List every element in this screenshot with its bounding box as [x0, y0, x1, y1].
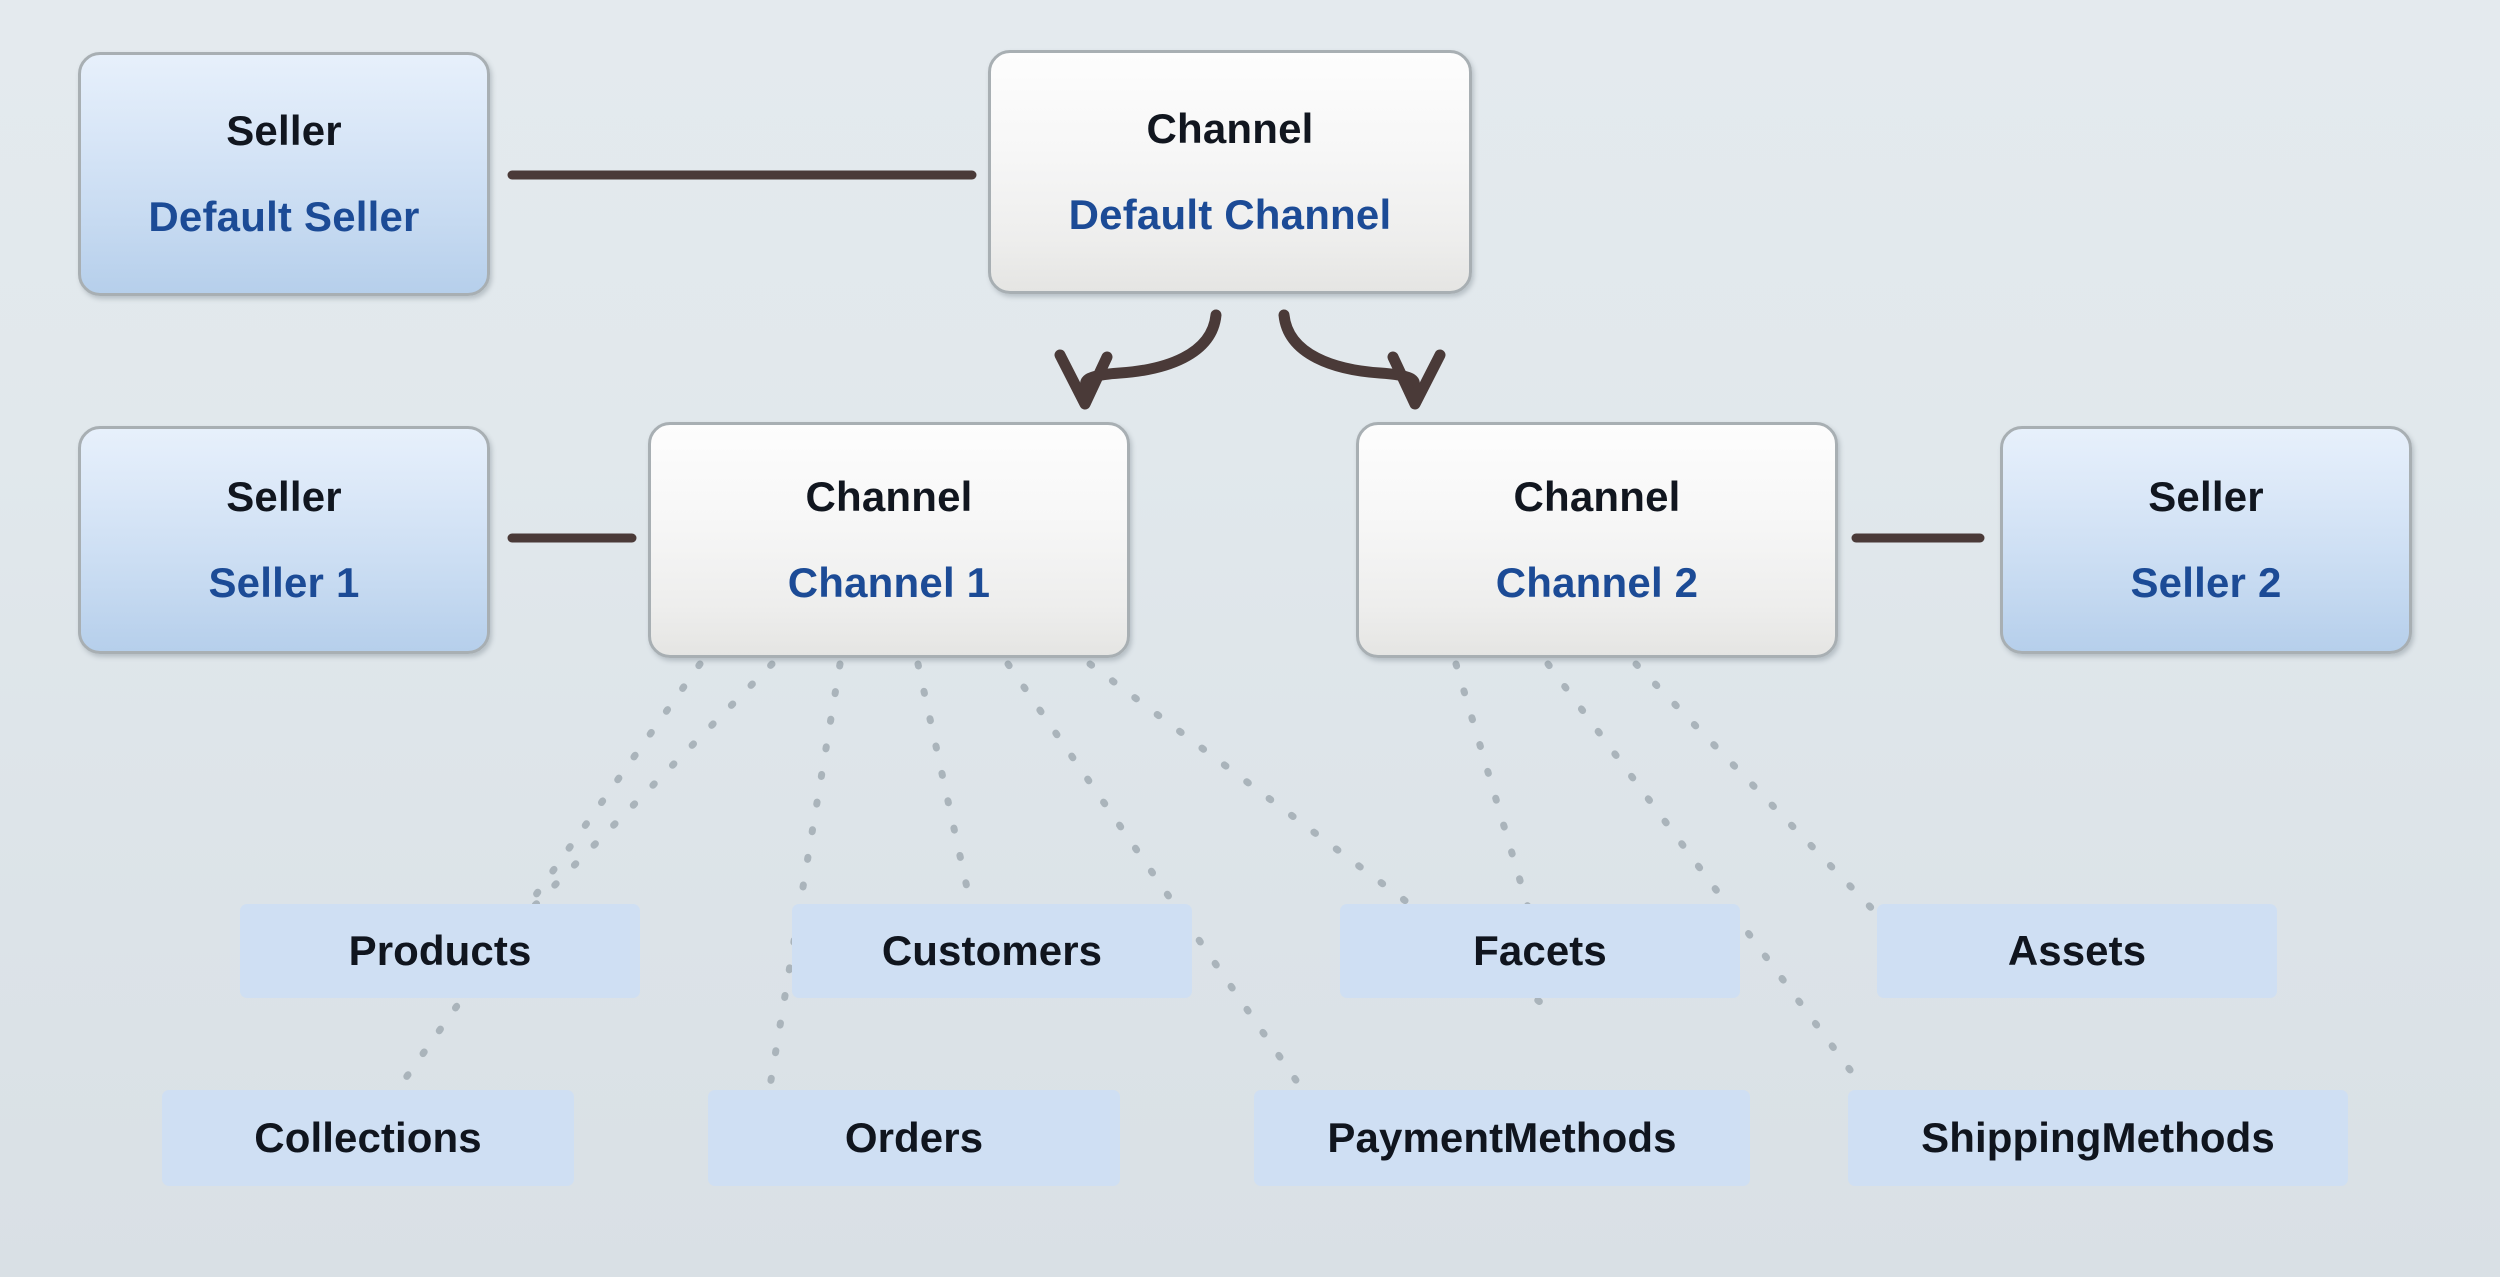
dotted-channel1-paymentmethods	[1004, 660, 1304, 1090]
entity-name-label: Seller 1	[208, 559, 360, 606]
entity-type-label: Seller	[226, 473, 342, 520]
entity-type-label: Channel	[1513, 473, 1681, 520]
entity-chip-collections[interactable]: Collections	[162, 1090, 574, 1186]
arrow-default-channel-to-channel-2-head	[1387, 349, 1446, 410]
entity-name-label: Channel 1	[787, 559, 991, 606]
entity-card-default-seller[interactable]: Seller Default Seller	[78, 52, 490, 296]
entity-card-channel-1[interactable]: Channel Channel 1	[648, 422, 1130, 658]
entity-name-label: Seller 2	[2130, 559, 2282, 606]
entity-chip-orders[interactable]: Orders	[708, 1090, 1120, 1186]
entity-chip-facets[interactable]: Facets	[1340, 904, 1740, 998]
entity-chip-customers[interactable]: Customers	[792, 904, 1192, 998]
arrow-default-channel-to-channel-2	[1278, 309, 1421, 406]
entity-name-label: Channel 2	[1495, 559, 1699, 606]
dotted-links	[396, 660, 1966, 1090]
entity-chip-products[interactable]: Products	[240, 904, 640, 998]
entity-card-seller-2[interactable]: Seller Seller 2	[2000, 426, 2412, 654]
entity-chip-assets[interactable]: Assets	[1877, 904, 2277, 998]
entity-chip-payment-methods[interactable]: PaymentMethods	[1254, 1090, 1750, 1186]
entity-type-label: Channel	[805, 473, 973, 520]
entity-type-label: Seller	[226, 107, 342, 154]
entity-name-label: Default Seller	[148, 193, 420, 240]
dotted-channel2-shippingmethods	[1544, 660, 1866, 1090]
entity-chip-shipping-methods[interactable]: ShippingMethods	[1848, 1090, 2348, 1186]
entity-card-default-channel[interactable]: Channel Default Channel	[988, 50, 1472, 294]
curved-arrows	[1054, 309, 1446, 410]
entity-card-seller-1[interactable]: Seller Seller 1	[78, 426, 490, 654]
entity-name-label: Default Channel	[1068, 191, 1392, 238]
entity-type-label: Seller	[2148, 473, 2264, 520]
arrow-default-channel-to-channel-1	[1079, 309, 1222, 406]
dotted-channel1-collections	[396, 660, 704, 1090]
entity-type-label: Channel	[1146, 105, 1314, 152]
arrow-default-channel-to-channel-1-head	[1054, 349, 1113, 410]
dotted-channel1-orders	[766, 660, 844, 1090]
entity-card-channel-2[interactable]: Channel Channel 2	[1356, 422, 1838, 658]
